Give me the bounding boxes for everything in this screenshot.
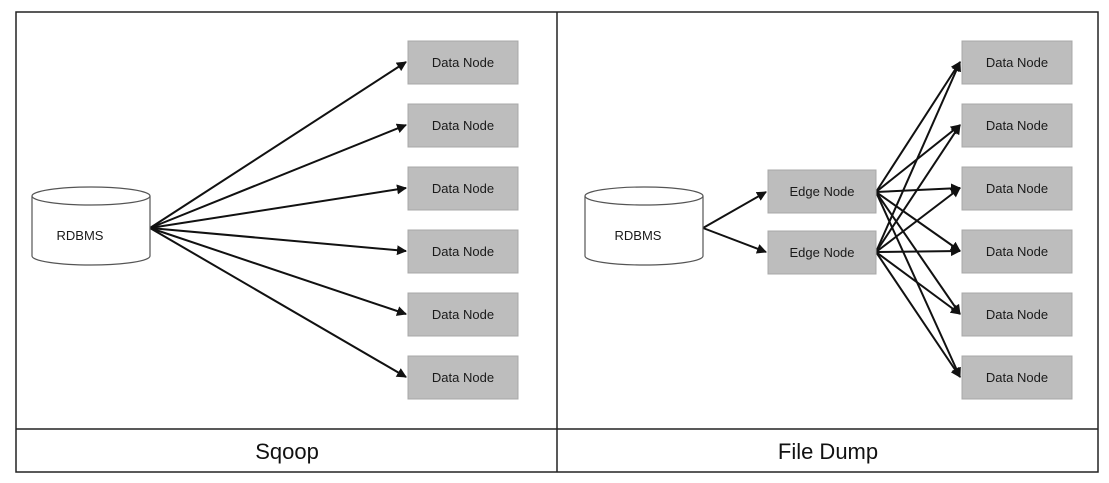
sqoop-arrow-4 [149, 227, 407, 256]
data-node-label: Data Node [986, 370, 1048, 385]
file-dump-data-node-5: Data Node [961, 292, 1073, 337]
sqoop-data-node-6: Data Node [407, 355, 519, 400]
edge2-to-data-arrow-3 [875, 187, 961, 253]
data-node-label: Data Node [986, 55, 1048, 70]
file-dump-data-node-6: Data Node [961, 355, 1073, 400]
sqoop-panel-title: Sqoop [255, 439, 319, 464]
data-node-label: Data Node [432, 244, 494, 259]
edge2-to-data-arrow-2 [875, 124, 961, 253]
rdbms-to-edge-arrow-1 [702, 191, 767, 229]
sqoop-data-node-5: Data Node [407, 292, 519, 337]
file-dump-data-node-1: Data Node [961, 40, 1073, 85]
rdbms-to-edge-arrow-2 [702, 227, 767, 254]
edge1-to-data-arrow-4 [875, 191, 961, 252]
data-node-label: Data Node [986, 307, 1048, 322]
rdbms-label: RDBMS [615, 228, 662, 243]
sqoop-data-node-4: Data Node [407, 229, 519, 274]
database-cylinder-top [584, 186, 704, 206]
file-dump-data-node-2: Data Node [961, 103, 1073, 148]
file-dump-data-node-3: Data Node [961, 166, 1073, 211]
data-node-label: Data Node [432, 181, 494, 196]
sqoop-arrow-5 [149, 227, 407, 316]
sqoop-arrows [149, 61, 407, 378]
file-dump-panel-title: File Dump [778, 439, 878, 464]
data-node-label: Data Node [432, 55, 494, 70]
data-node-label: Data Node [432, 307, 494, 322]
file-dump-arrows [702, 61, 961, 378]
edge-node-label: Edge Node [789, 245, 854, 260]
database-cylinder-top [31, 186, 151, 206]
data-node-label: Data Node [432, 118, 494, 133]
rdbms-label: RDBMS [57, 228, 104, 243]
file-dump-data-node-4: Data Node [961, 229, 1073, 274]
sqoop-arrow-3 [149, 184, 407, 229]
edge2-to-data-arrow-6 [875, 251, 961, 378]
sqoop-arrow-1 [149, 61, 407, 229]
data-node-label: Data Node [432, 370, 494, 385]
database-cylinder-icon [31, 196, 151, 266]
sqoop-arrow-2 [149, 123, 407, 229]
sqoop-rdbms-database: RDBMS [31, 186, 151, 266]
file-dump-panel: RDBMS Edge Node Edge Node Data Node Data… [584, 40, 1073, 464]
edge-node-label: Edge Node [789, 184, 854, 199]
sqoop-data-node-2: Data Node [407, 103, 519, 148]
edge2-to-data-arrow-5 [875, 251, 961, 315]
sqoop-panel: RDBMS Data Node Data Node Data Node Data… [31, 40, 519, 464]
edge-node-2: Edge Node [767, 230, 877, 275]
sqoop-data-node-3: Data Node [407, 166, 519, 211]
edge-node-1: Edge Node [767, 169, 877, 214]
database-cylinder-icon [584, 196, 704, 266]
data-node-label: Data Node [986, 118, 1048, 133]
data-node-label: Data Node [986, 244, 1048, 259]
edge2-to-data-arrow-1 [875, 61, 961, 253]
edge2-to-data-arrow-4 [875, 246, 961, 257]
sqoop-data-node-1: Data Node [407, 40, 519, 85]
edge1-to-data-arrow-5 [875, 191, 961, 315]
file-dump-rdbms-database: RDBMS [584, 186, 704, 266]
data-node-label: Data Node [986, 181, 1048, 196]
edge1-to-data-arrow-6 [875, 191, 961, 378]
edge1-to-data-arrow-1 [875, 61, 961, 193]
sqoop-arrow-6 [149, 227, 407, 378]
